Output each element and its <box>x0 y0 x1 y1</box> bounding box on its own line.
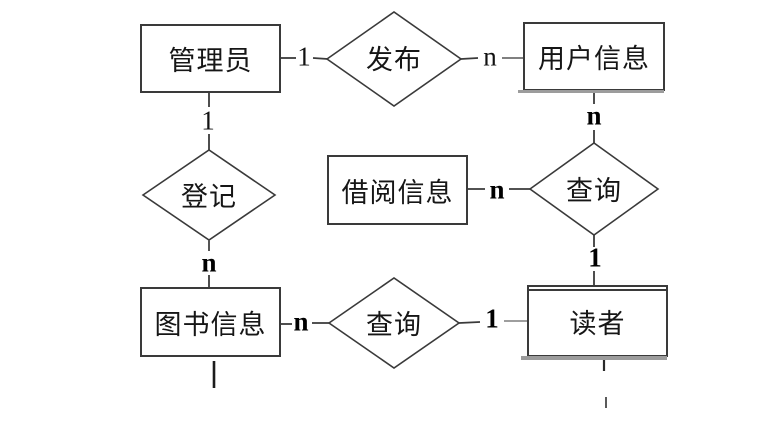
cardinality-bookinfo-query: n <box>293 306 309 337</box>
cardinality-publish-userinfo: n <box>483 41 497 72</box>
edge-publish-userinfo-a <box>460 57 479 60</box>
relationship-diamond-query-user <box>528 142 660 236</box>
entity-user-info: 用户信息 <box>518 22 665 93</box>
cardinality-query-reader: 1 <box>588 242 602 273</box>
relationship-diamond-register <box>141 149 277 241</box>
entity-borrow-info-label: 借阅信息 <box>341 177 454 208</box>
edge-query-reader2-a <box>458 321 481 324</box>
entity-reader-label: 读者 <box>569 308 626 339</box>
entity-book-info: 图书信息 <box>140 287 281 357</box>
relationship-query-user-label: 查询 <box>566 175 622 206</box>
edge-admin-publish-b <box>312 57 329 60</box>
cardinality-register-bookinfo: n <box>201 247 217 278</box>
entity-user-info-label: 用户信息 <box>538 44 650 74</box>
relationship-query-book-label: 查询 <box>366 309 422 340</box>
cardinality-userinfo-query: n <box>586 100 602 131</box>
cardinality-borrowinfo-query: n <box>489 174 505 205</box>
entity-admin: 管理员 <box>140 24 281 93</box>
cardinality-admin-publish: 1 <box>297 41 311 72</box>
entity-reader: 读者 <box>521 285 668 360</box>
user-info-shadow <box>518 90 664 93</box>
relationship-publish-label: 发布 <box>366 44 422 75</box>
reader-shadow <box>521 356 667 360</box>
reader-double-top-line <box>529 289 666 291</box>
cardinality-admin-register: 1 <box>201 105 215 136</box>
relationship-register-label: 登记 <box>181 181 237 212</box>
entity-admin-label: 管理员 <box>168 46 253 76</box>
entity-book-info-label: 图书信息 <box>154 309 267 340</box>
entity-borrow-info: 借阅信息 <box>327 155 468 225</box>
cardinality-query-reader2: 1 <box>485 303 499 334</box>
